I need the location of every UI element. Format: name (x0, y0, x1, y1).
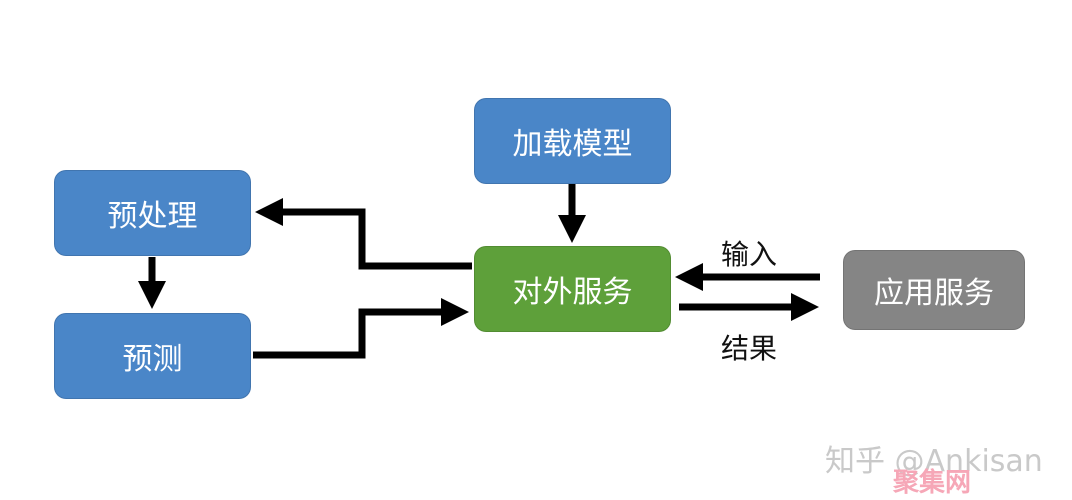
app-service-node: 应用服务 (843, 250, 1025, 330)
service-node: 对外服务 (474, 246, 671, 332)
predict-node: 预测 (54, 313, 251, 399)
site-watermark: 聚集网 (893, 468, 972, 498)
zhihu-watermark: 知乎 @Ankisan (825, 444, 1043, 479)
arrow-service-to-preprocess (255, 198, 472, 270)
arrow-predict-to-service (253, 298, 469, 359)
load-model-label: 加载模型 (512, 127, 633, 162)
edge-label-input: 输入 (721, 238, 778, 271)
service-label: 对外服务 (512, 275, 633, 310)
app-service-label: 应用服务 (874, 276, 994, 311)
preprocess-label: 预处理 (107, 199, 198, 234)
edge-label-result: 结果 (721, 332, 778, 365)
predict-label: 预测 (122, 342, 183, 377)
load-model-node: 加载模型 (474, 98, 671, 184)
preprocess-node: 预处理 (54, 170, 251, 256)
